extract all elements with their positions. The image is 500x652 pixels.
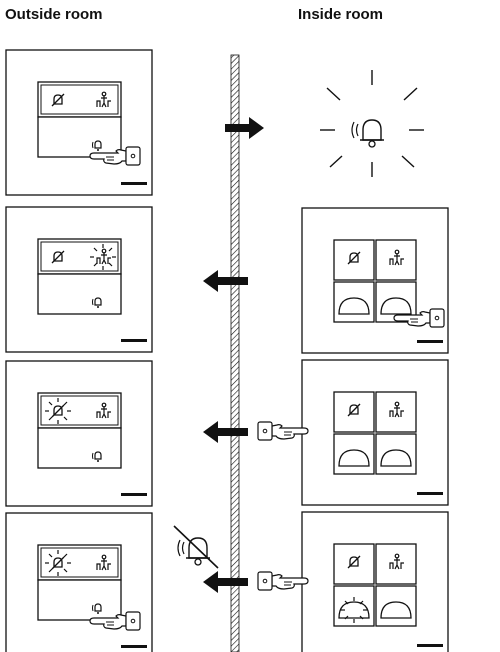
inside-panel-4	[302, 512, 448, 652]
step-4	[5, 512, 448, 652]
outside-room-heading: Outside room	[5, 6, 103, 23]
outside-panel-4	[5, 512, 153, 652]
inside-panel-2	[302, 208, 448, 353]
pointing-hand-icon	[257, 421, 309, 441]
arrow-right-icon	[225, 117, 264, 139]
outside-panel-3	[5, 360, 153, 507]
ringing-bell-icon	[320, 70, 424, 177]
crossed-bell-icon	[173, 525, 219, 569]
step-1	[5, 49, 424, 196]
arrow-left-icon	[203, 571, 248, 593]
pointing-hand-icon	[257, 571, 309, 591]
arrow-left-icon	[203, 421, 248, 443]
outside-panel-1	[5, 49, 153, 196]
step-3	[5, 360, 448, 507]
outside-panel-2	[5, 206, 153, 353]
step-2	[5, 206, 448, 353]
inside-room-heading: Inside room	[298, 6, 384, 23]
inside-panel-3	[302, 360, 448, 505]
wall	[230, 54, 240, 652]
arrow-left-icon	[203, 270, 248, 292]
